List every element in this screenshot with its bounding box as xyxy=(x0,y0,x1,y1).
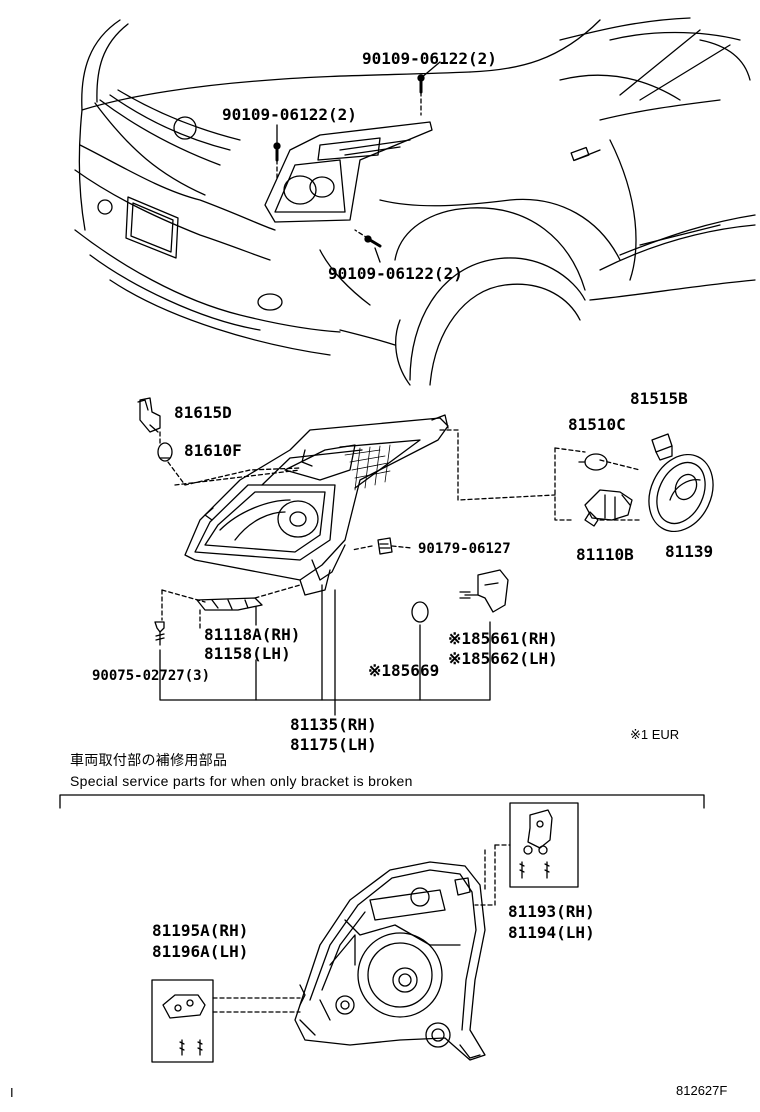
part-label-90179: 90179-06127 xyxy=(418,541,511,557)
part-label-81196A: 81196A(LH) xyxy=(152,942,249,961)
part-label-81158: 81158(LH) xyxy=(204,644,291,663)
part-label-81615D: 81615D xyxy=(174,403,232,422)
part-label-81510C: 81510C xyxy=(568,415,626,434)
part-label-85661: ※185661(RH) xyxy=(448,629,558,648)
part-label-85669: ※185669 xyxy=(368,661,440,680)
part-label-81110B: 81110B xyxy=(576,545,634,564)
bracket-section-illustration xyxy=(59,794,705,1063)
part-label-90109-bottom: 90109-06122(2) xyxy=(328,264,463,283)
part-label-90109-left: 90109-06122(2) xyxy=(222,105,357,124)
footnote-eur: ※1 EUR xyxy=(630,727,680,742)
part-label-85662: ※185662(LH) xyxy=(448,649,558,668)
part-label-81118A: 81118A(RH) xyxy=(204,625,301,644)
part-label-90109-top: 90109-06122(2) xyxy=(362,49,497,68)
note-english: Special service parts for when only brac… xyxy=(70,773,413,789)
part-label-81135: 81135(RH) xyxy=(290,715,377,734)
car-body-illustration xyxy=(74,17,756,386)
part-label-81195A: 81195A(RH) xyxy=(152,921,249,940)
part-label-81610F: 81610F xyxy=(184,441,242,460)
diagram-reference-number: 812627F xyxy=(676,1083,728,1098)
part-label-81194: 81194(LH) xyxy=(508,923,595,942)
part-label-81139: 81139 xyxy=(665,542,714,561)
part-label-81175: 81175(LH) xyxy=(290,735,377,754)
corner-mark: I xyxy=(10,1085,14,1100)
part-label-90075: 90075-02727(3) xyxy=(92,668,211,684)
part-label-81193: 81193(RH) xyxy=(508,902,595,921)
note-japanese: 車両取付部の補修用部品 xyxy=(70,752,228,768)
headlight-assembly-illustration xyxy=(137,397,714,716)
part-label-81515B: 81515B xyxy=(630,389,688,408)
